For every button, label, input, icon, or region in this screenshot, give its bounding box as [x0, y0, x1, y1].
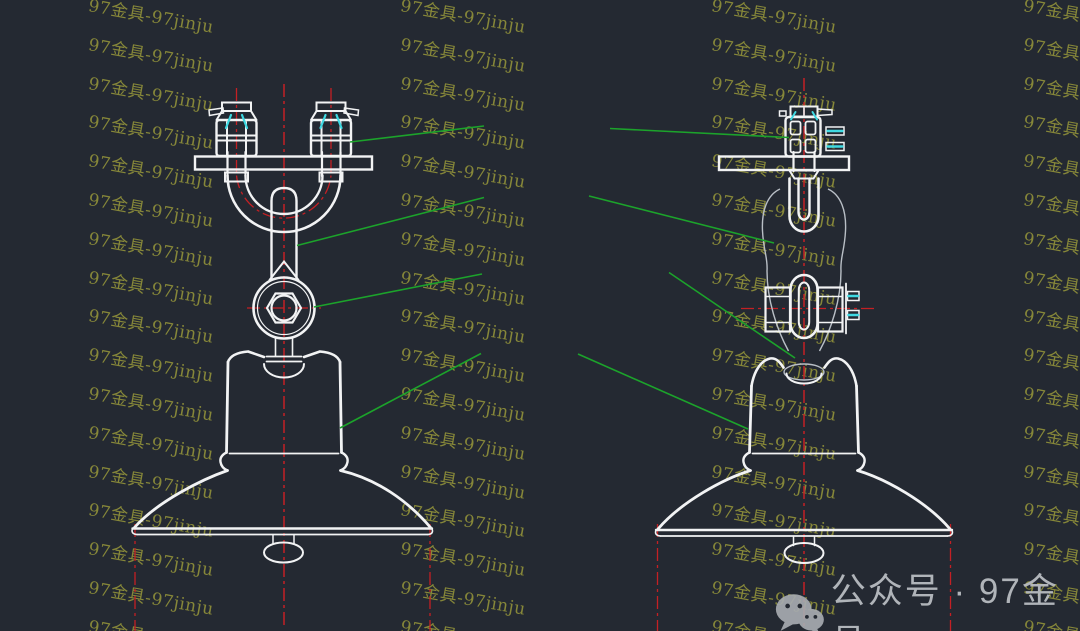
label-u-ring: U型挂环	[488, 183, 604, 216]
leader-qp-left	[313, 273, 483, 308]
footer-text: 公众号 · 97金具	[830, 572, 1059, 631]
uj-bolt-right	[309, 101, 360, 158]
cotter-pin-top	[825, 126, 845, 152]
white-geometry	[131, 101, 954, 564]
uj-bolt-side	[778, 105, 833, 158]
wechat-icon	[775, 594, 824, 631]
secondary-outlines	[761, 188, 847, 381]
label-insulator: 绝缘子	[490, 336, 583, 369]
leader-lines	[296, 125, 796, 430]
thread-marks	[224, 111, 860, 317]
leader-uring-right	[588, 195, 775, 244]
front-view	[131, 101, 434, 564]
label-uj-screw: UJ型螺丝	[487, 114, 619, 147]
label-qp-plate: QP型球头挂板	[490, 257, 690, 290]
uj-bolt-left	[208, 101, 258, 158]
leader-uj-right	[609, 127, 790, 139]
footer-watermark: 公众号 · 97金具	[774, 563, 1080, 631]
part-labels: UJ型螺丝 U型挂环 QP型球头挂板 绝缘子	[487, 114, 690, 369]
crossarm-hatch-side	[722, 159, 847, 168]
leader-uring-left	[296, 196, 485, 247]
leader-qp-right	[668, 271, 796, 359]
leader-insulator-left	[339, 352, 482, 429]
leader-uj-left	[349, 125, 485, 143]
leader-insulator-right	[577, 353, 749, 430]
